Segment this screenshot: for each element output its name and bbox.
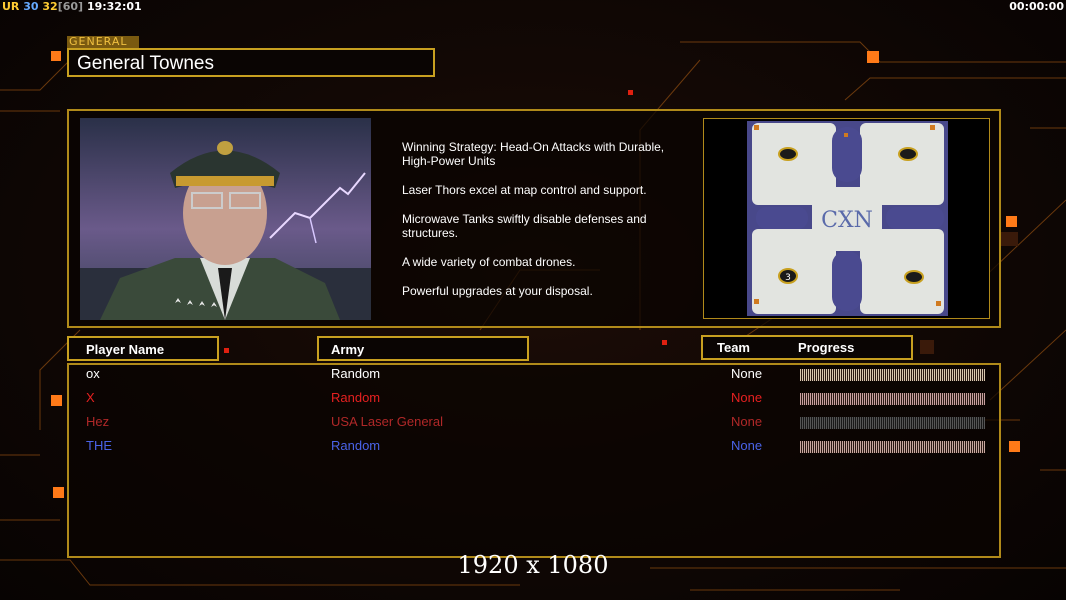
- player-team: None: [731, 366, 763, 381]
- table-row: X Random None: [0, 390, 1066, 410]
- resolution-label: 1920 x 1080: [457, 551, 609, 579]
- player-team: None: [731, 390, 763, 405]
- player-progress-bar: [800, 417, 985, 429]
- player-army: USA Laser General: [331, 414, 444, 429]
- player-name: Hez: [86, 414, 110, 429]
- strategy-line: Powerful upgrades at your disposal.: [402, 284, 593, 298]
- player-name: ox: [86, 366, 100, 381]
- strategy-description: Winning Strategy: Head-On Attacks with D…: [402, 140, 692, 313]
- map-logo: CXN: [821, 208, 873, 233]
- strategy-line: A wide variety of combat drones.: [402, 255, 576, 269]
- header-player-label: Player Name: [86, 342, 165, 357]
- fps-value-a: 30: [23, 0, 39, 13]
- player-progress-bar: [800, 393, 985, 405]
- player-army: Random: [331, 438, 381, 453]
- general-name-box: General Townes: [67, 48, 435, 77]
- player-name: THE: [86, 438, 112, 453]
- table-row: ox Random None: [0, 366, 1066, 386]
- ur-label: UR: [2, 0, 20, 13]
- map-preview-image: CXN 3: [703, 118, 990, 319]
- perf-readout: UR 30 32[60] 19:32:01: [2, 0, 142, 13]
- player-progress-bar: [800, 369, 985, 381]
- map-slot-marker: 3: [785, 273, 791, 283]
- header-team-label: Team: [717, 340, 750, 355]
- header-army: Army: [317, 336, 529, 361]
- player-name: X: [86, 390, 95, 405]
- header-player-name: Player Name: [67, 336, 219, 361]
- table-row: Hez USA Laser General None: [0, 414, 1066, 434]
- game-timer: 00:00:00: [1009, 0, 1064, 13]
- general-section-tag: GENERAL: [67, 36, 139, 48]
- system-clock: 19:32:01: [86, 0, 142, 13]
- strategy-line: Winning Strategy: Head-On Attacks with D…: [402, 140, 665, 168]
- player-team: None: [731, 414, 763, 429]
- status-bar: UR 30 32[60] 19:32:01 00:00:00: [0, 0, 1066, 14]
- strategy-line: Laser Thors excel at map control and sup…: [402, 183, 647, 197]
- fps-value-b: 32: [42, 0, 58, 13]
- strategy-line: Microwave Tanks swiftly disable defenses…: [402, 212, 647, 240]
- player-army: Random: [331, 366, 381, 381]
- header-progress-label: Progress: [798, 340, 855, 355]
- header-team-progress: Team Progress: [701, 335, 913, 360]
- general-name: General Townes: [77, 53, 214, 74]
- table-row: THE Random None: [0, 438, 1066, 458]
- player-army: Random: [331, 390, 381, 405]
- general-portrait-image: [80, 118, 371, 320]
- header-army-label: Army: [331, 342, 365, 357]
- fps-cap: [60]: [57, 0, 84, 13]
- player-team: None: [731, 438, 763, 453]
- player-progress-bar: [800, 441, 985, 453]
